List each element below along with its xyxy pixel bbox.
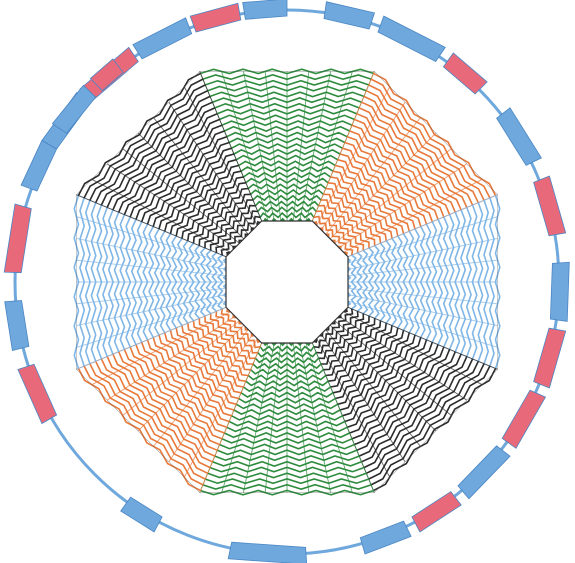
- sector: [199, 339, 375, 496]
- ring-block: [533, 175, 567, 237]
- radial-connector: [168, 333, 254, 463]
- ring-block: [120, 496, 163, 533]
- radial-connector: [305, 71, 353, 222]
- ring-block: [89, 58, 124, 92]
- radial-connector: [299, 342, 332, 493]
- radial-connector: [199, 342, 263, 493]
- radial-connector: [347, 237, 498, 270]
- radial-connector: [76, 194, 227, 258]
- radial-connector: [311, 71, 375, 222]
- sector: [311, 71, 498, 258]
- radial-connector: [264, 71, 282, 222]
- sector: [311, 306, 498, 493]
- radial-connector: [122, 320, 240, 416]
- center-octagon: [225, 220, 349, 344]
- radial-connector: [221, 71, 269, 222]
- sector: [76, 71, 263, 258]
- ring-block: [359, 520, 412, 555]
- radial-connector: [76, 287, 227, 305]
- radial-connector: [334, 320, 452, 416]
- radial-connector: [305, 342, 353, 493]
- radial-connector: [347, 194, 498, 258]
- ring-block: [242, 0, 288, 20]
- radial-connector: [325, 117, 421, 235]
- ring-block: [457, 445, 511, 500]
- radial-connector: [329, 132, 437, 240]
- radial-connector: [153, 329, 249, 447]
- sector-layer: [73, 68, 501, 496]
- radial-connector: [183, 338, 258, 478]
- ring-block: [323, 1, 376, 30]
- radial-connector: [292, 342, 310, 493]
- radial-connector: [347, 306, 498, 370]
- ring-block: [442, 52, 488, 95]
- ring-block: [496, 107, 542, 166]
- radial-connector: [299, 71, 332, 222]
- radial-connector: [343, 311, 483, 386]
- ring-block: [189, 2, 242, 33]
- radial-connector: [316, 86, 391, 226]
- radial-connector: [76, 237, 227, 270]
- radial-connector: [242, 342, 275, 493]
- radial-connector: [320, 333, 406, 463]
- ring-block: [4, 300, 30, 351]
- sector: [344, 194, 501, 370]
- ring-block: [533, 327, 567, 389]
- radial-connector: [347, 259, 498, 277]
- sector: [199, 68, 375, 225]
- radial-connector: [334, 148, 452, 244]
- ring-block: [20, 139, 58, 192]
- radial-connector: [329, 324, 437, 432]
- ring-block: [549, 261, 570, 322]
- radial-connector: [242, 71, 275, 222]
- radial-connector: [347, 300, 498, 348]
- radial-connector: [325, 329, 421, 447]
- radial-connector: [106, 315, 236, 401]
- radial-connector: [221, 342, 269, 493]
- ring-block: [377, 15, 446, 63]
- radial-connector: [137, 132, 245, 240]
- ring-block: [51, 84, 97, 134]
- radial-connector: [76, 300, 227, 348]
- radial-connector: [76, 216, 227, 264]
- radial-connector: [343, 178, 483, 253]
- ring-block: [411, 491, 462, 533]
- radial-connector: [311, 342, 375, 493]
- radial-connector: [199, 71, 263, 222]
- ring-block: [227, 541, 308, 563]
- ring-block: [3, 203, 32, 274]
- center-opening: [225, 220, 349, 344]
- radial-connector: [168, 101, 254, 231]
- radial-connector: [347, 294, 498, 327]
- sector: [76, 306, 263, 493]
- radial-connector: [91, 178, 231, 253]
- ring-block: [501, 389, 547, 449]
- ring-block: [17, 363, 58, 425]
- radial-connector: [122, 148, 240, 244]
- ring-block: [132, 17, 193, 60]
- radial-connector: [91, 311, 231, 386]
- radial-connector: [316, 338, 391, 478]
- radial-connector: [320, 101, 406, 231]
- radial-connector: [338, 315, 468, 401]
- radial-connector: [338, 163, 468, 249]
- radial-connector: [137, 324, 245, 432]
- outer-ring: [3, 0, 570, 563]
- radial-connector: [76, 294, 227, 327]
- radial-connector: [76, 306, 227, 370]
- radial-connector: [292, 71, 310, 222]
- winding-outline: [76, 71, 498, 493]
- radial-connector: [264, 342, 282, 493]
- sector: [73, 194, 230, 370]
- radial-connector: [76, 259, 227, 277]
- radial-connector: [106, 163, 236, 249]
- radial-connector: [183, 86, 258, 226]
- radial-connector: [347, 216, 498, 264]
- radial-connector: [347, 287, 498, 305]
- radial-connector: [153, 117, 249, 235]
